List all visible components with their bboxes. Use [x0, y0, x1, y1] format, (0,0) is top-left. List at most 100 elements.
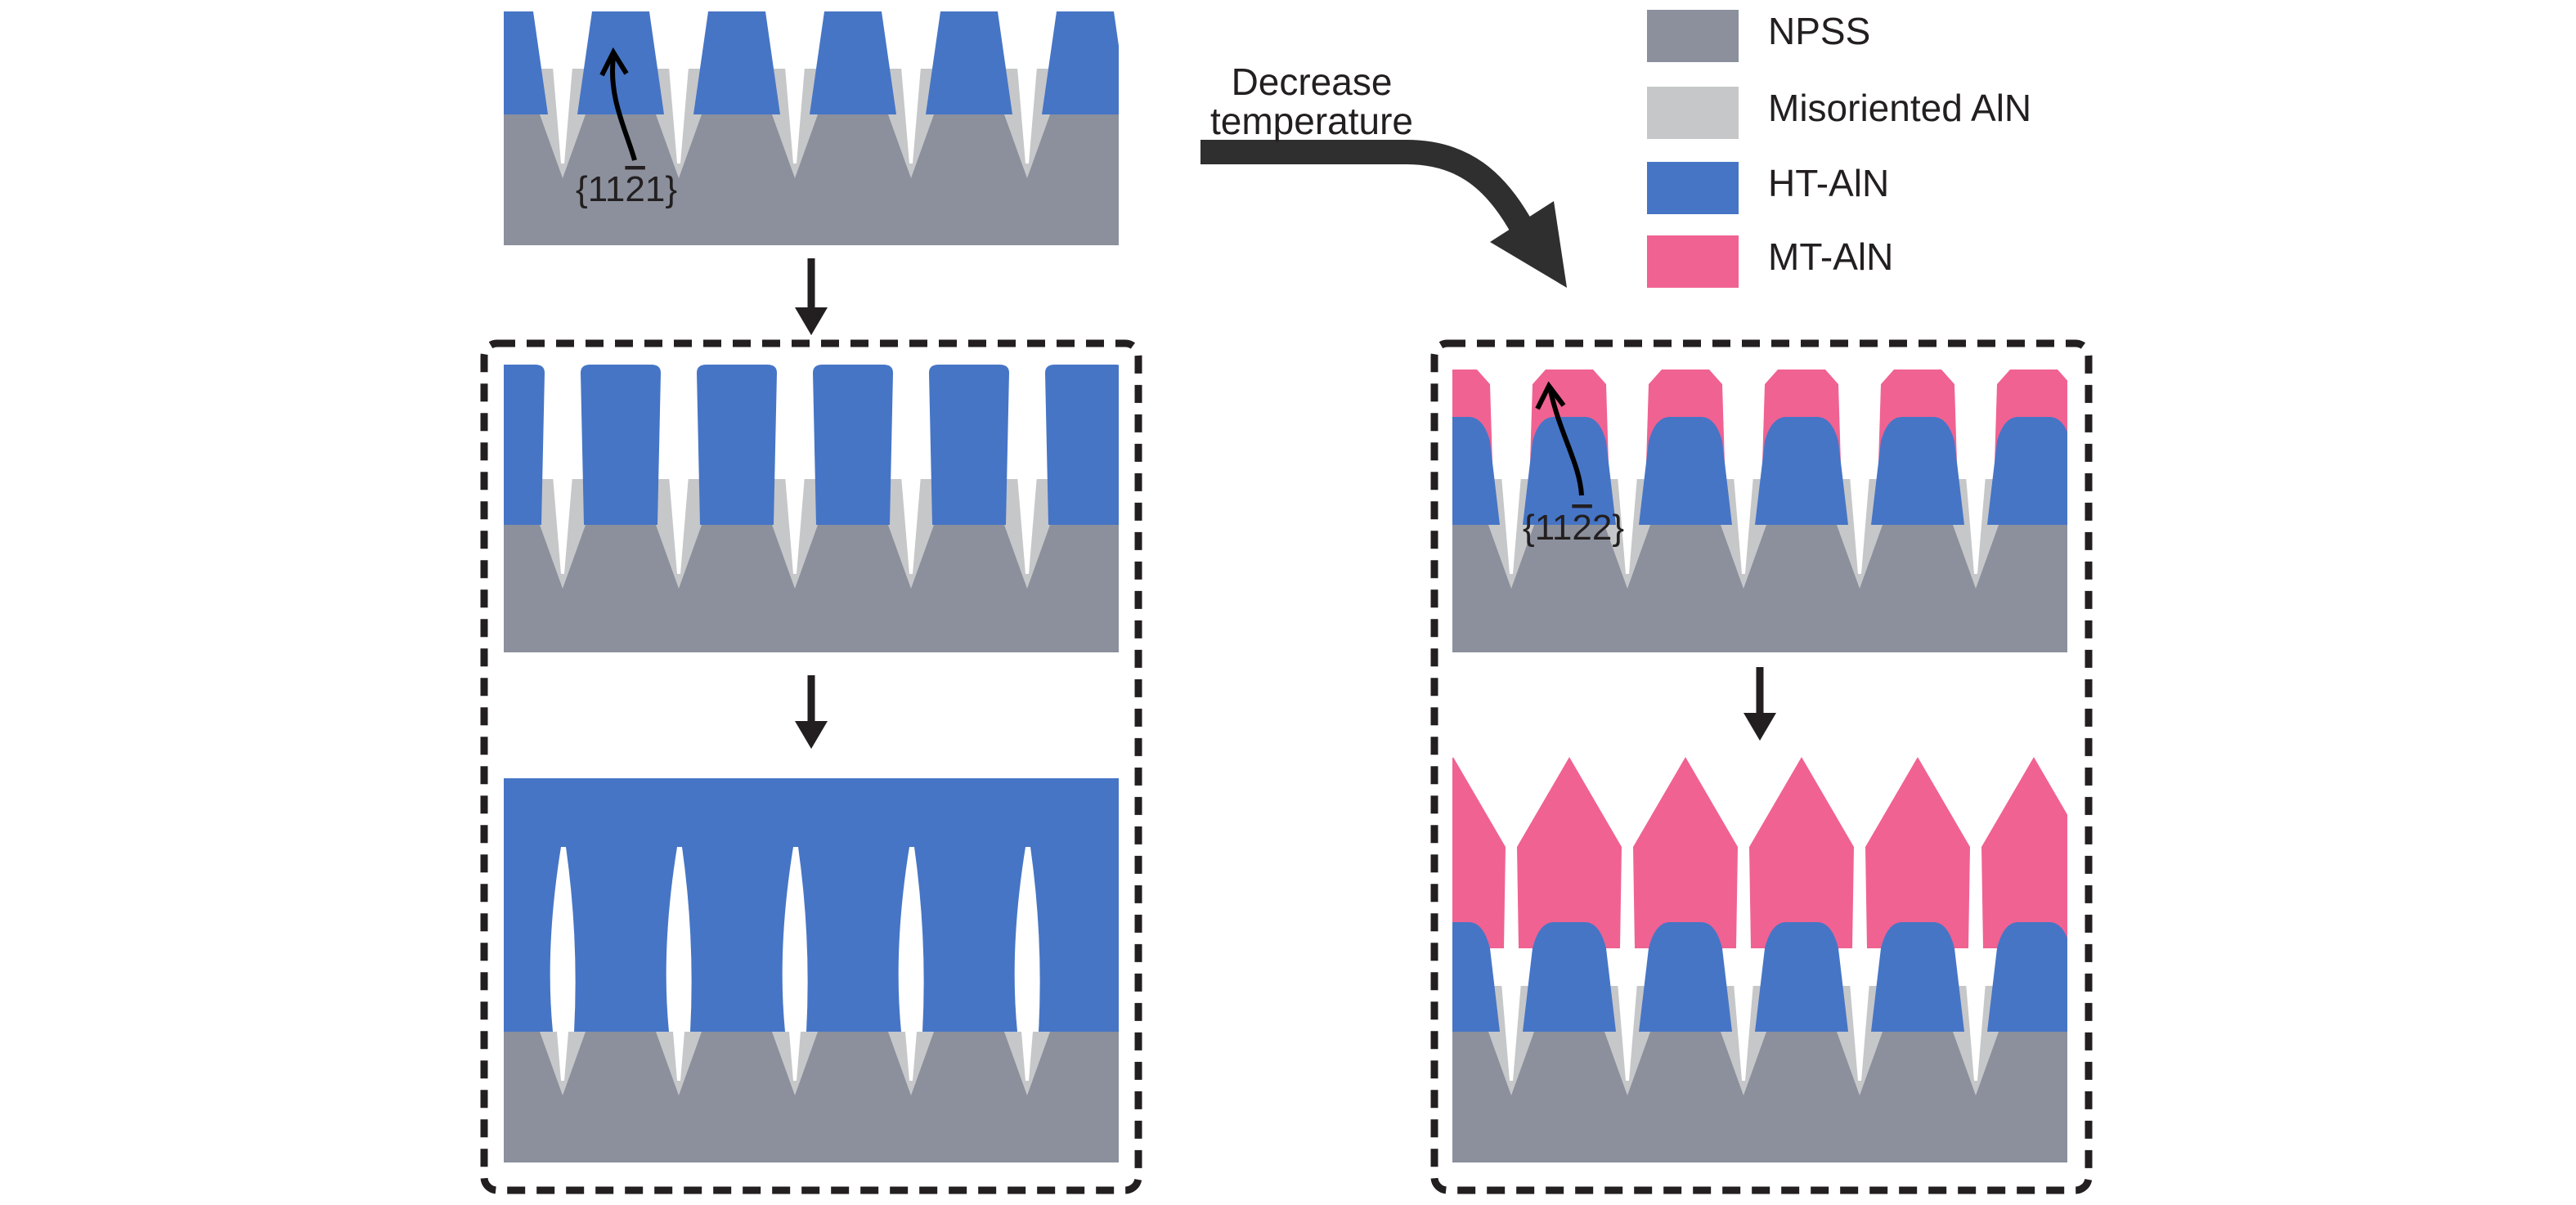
- facet-arrow-icon: [599, 47, 637, 161]
- ht-aln-island: [1523, 417, 1616, 525]
- ht-aln-column: [581, 365, 661, 525]
- ht-aln-island: [1755, 417, 1848, 525]
- plane-label-right-post: 2}: [1592, 508, 1624, 548]
- ht-aln-island: [1639, 417, 1732, 525]
- air-void: [1014, 847, 1040, 1032]
- plane-label-right-pre: {11: [1523, 508, 1572, 548]
- ht-aln-island: [810, 11, 896, 114]
- ht-aln-island: [926, 11, 1012, 114]
- right-dashed-frame: [1430, 339, 2093, 1194]
- sapphire-substrate: [1452, 525, 2067, 652]
- legend-swatch-ht-aln: [1647, 162, 1739, 214]
- ht-aln-island: [1452, 922, 1500, 1032]
- legend-label-misoriented-aln: Misoriented AlN: [1768, 87, 2031, 129]
- legend-label-ht-aln: HT-AlN: [1768, 162, 1889, 204]
- mt-aln-layer: [1452, 370, 2067, 491]
- ht-aln-column: [504, 365, 545, 525]
- ht-aln-column: [813, 365, 893, 525]
- ht-aln-island: [504, 11, 548, 114]
- groove: [1966, 476, 1986, 574]
- curved-arrow-icon: [1200, 140, 1567, 288]
- air-void: [898, 847, 924, 1032]
- legend-swatch-mt-aln: [1647, 235, 1739, 288]
- down-arrow-icon: [795, 675, 828, 749]
- ht-aln-island: [1755, 922, 1848, 1032]
- ht-aln-island: [1987, 417, 2067, 525]
- groove: [669, 476, 689, 574]
- air-void: [666, 847, 692, 1032]
- groove: [1850, 476, 1869, 574]
- groove: [669, 67, 689, 164]
- ht-aln-film: [504, 778, 1119, 1032]
- decrease-temperature-label-line1: Decrease: [1232, 60, 1393, 103]
- panel-left-coalesced: [504, 778, 1119, 1162]
- ht-aln-film: [504, 778, 1119, 1032]
- plane-label-top-pre: {11: [576, 169, 625, 209]
- plane-label-right-bar: 2: [1572, 508, 1591, 548]
- groove: [1618, 476, 1637, 574]
- groove: [785, 67, 805, 164]
- groove: [1501, 983, 1521, 1081]
- ht-aln-island: [1452, 417, 1500, 525]
- npss-substrate: [504, 1032, 1119, 1162]
- legend-item-ht-aln: HT-AlN: [1647, 162, 1889, 214]
- sapphire-substrate: [504, 525, 1119, 652]
- left-dashed-frame: [480, 339, 1142, 1194]
- ht-aln-islands: [1452, 417, 2067, 525]
- groove: [553, 67, 572, 164]
- groove: [901, 67, 921, 164]
- ht-aln-island: [1871, 922, 1964, 1032]
- panel-right-mt-start: [1452, 370, 2067, 652]
- npss-substrate: [504, 525, 1119, 652]
- mt-aln-crystal: [1633, 757, 1738, 948]
- npss-substrate: [1452, 525, 2067, 652]
- plane-label-top-bar: 2: [625, 169, 644, 209]
- legend-item-mt-aln: MT-AlN: [1647, 235, 1893, 288]
- panel-right-mt-grown: [1452, 757, 2067, 1162]
- ht-aln-island: [1523, 922, 1616, 1032]
- ht-aln-column: [929, 365, 1009, 525]
- ht-aln-island: [693, 11, 780, 114]
- mt-aln-crystal: [1981, 757, 2067, 948]
- ht-aln-columns: [504, 365, 1119, 525]
- sapphire-substrate: [1452, 1032, 2067, 1162]
- mt-aln-crystal: [1517, 757, 1622, 948]
- plane-label-top-post: 1}: [645, 169, 677, 209]
- legend-swatch-misoriented-aln: [1647, 87, 1739, 139]
- mt-aln-crystal: [1452, 757, 1506, 948]
- sapphire-substrate: [504, 1032, 1119, 1162]
- sapphire-substrate: [504, 114, 1119, 245]
- panel-left-coalescing: [504, 365, 1119, 652]
- air-voids: [550, 847, 1040, 1032]
- groove: [1734, 983, 1753, 1081]
- groove: [1017, 67, 1037, 164]
- mt-aln-crystal: [1749, 757, 1854, 948]
- groove: [1618, 983, 1637, 1081]
- ht-aln-island: [1639, 922, 1732, 1032]
- ht-aln-column: [1045, 365, 1119, 525]
- legend-label-npss: NPSS: [1768, 10, 1870, 52]
- groove: [553, 476, 572, 574]
- groove: [1966, 983, 1986, 1081]
- plane-label-top: {1121}: [576, 169, 677, 209]
- ht-aln-column: [697, 365, 777, 525]
- mt-aln-crystal: [1865, 757, 1970, 948]
- ht-aln-island: [1042, 11, 1119, 114]
- ht-aln-islands: [1452, 922, 2067, 1032]
- plane-label-right: {1122}: [1523, 508, 1624, 548]
- groove: [785, 476, 805, 574]
- legend: NPSS Misoriented AlN HT-AlN MT-AlN: [1647, 10, 2031, 288]
- npss-substrate: [1452, 1032, 2067, 1162]
- air-void: [550, 847, 576, 1032]
- facet-arrow-icon: [1535, 381, 1584, 496]
- mt-aln-crystals: [1452, 757, 2067, 948]
- decrease-temperature-label-line2: temperature: [1210, 100, 1413, 142]
- ht-aln-island: [1987, 922, 2067, 1032]
- groove: [901, 476, 921, 574]
- groove: [1017, 476, 1037, 574]
- air-void: [782, 847, 808, 1032]
- panel-top-initial: [504, 11, 1119, 245]
- legend-swatch-npss: [1647, 10, 1739, 62]
- groove: [1734, 476, 1753, 574]
